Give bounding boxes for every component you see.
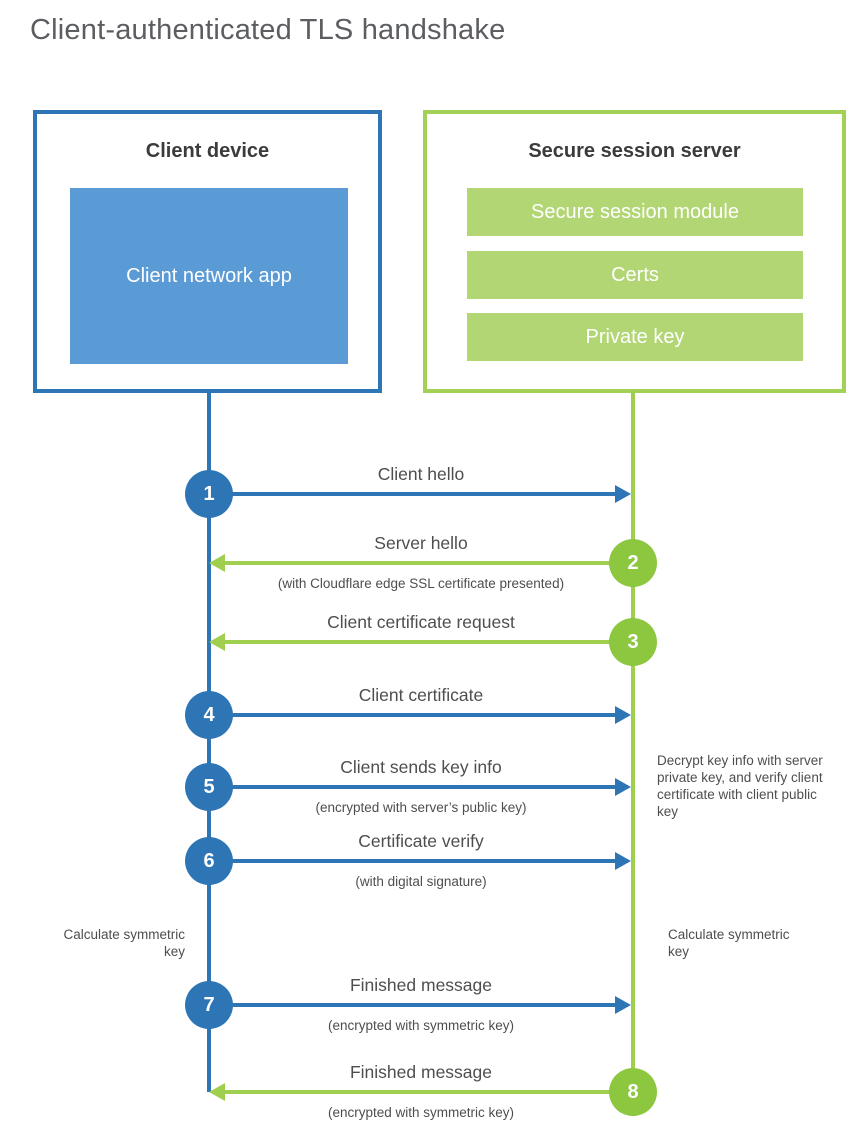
decrypt-key-note: Decrypt key info with server private key… [657, 753, 823, 819]
server-module-private-key: Private key [467, 313, 803, 361]
arrowhead-right-icon [615, 706, 631, 724]
arrowhead-right-icon [615, 485, 631, 503]
step-number-badge: 2 [609, 539, 657, 587]
client-network-app-box: Client network app [70, 188, 348, 364]
arrow-shaft [211, 785, 615, 789]
step-label: Client sends key info [340, 757, 502, 777]
step-label: Client hello [377, 464, 465, 484]
calculate-symmetric-key-client-note: Calculate symmetric key [63, 927, 185, 959]
step-number-badge: 8 [609, 1068, 657, 1116]
step-label: Client certificate request [327, 612, 515, 632]
client-device-box: Client device Client network app [33, 110, 382, 393]
step-label: Server hello [374, 533, 468, 553]
calculate-symmetric-key-server-note: Calculate symmetric key [668, 927, 790, 959]
client-lifeline [207, 391, 211, 1092]
arrowhead-left-icon [209, 633, 225, 651]
arrowhead-left-icon [209, 554, 225, 572]
step-number-badge: 6 [185, 837, 233, 885]
step-label: Finished message [349, 975, 493, 995]
client-device-title: Client device [145, 140, 270, 162]
step-sublabel: (encrypted with symmetric key) [327, 1105, 515, 1120]
step-label: Finished message [349, 1062, 493, 1082]
arrowhead-right-icon [615, 996, 631, 1014]
step-number-badge: 1 [185, 470, 233, 518]
arrowhead-left-icon [209, 1083, 225, 1101]
arrow-shaft [211, 859, 615, 863]
step-sublabel: (with digital signature) [355, 874, 487, 889]
arrow-shaft [225, 1090, 631, 1094]
arrowhead-right-icon [615, 852, 631, 870]
arrow-shaft [225, 640, 631, 644]
secure-session-server-box: Secure session server Secure session mod… [423, 110, 846, 393]
step-number-badge: 5 [185, 763, 233, 811]
step-number-badge: 3 [609, 618, 657, 666]
secure-session-server-title: Secure session server [528, 140, 741, 162]
step-sublabel: (encrypted with symmetric key) [327, 1018, 515, 1033]
step-number-badge: 7 [185, 981, 233, 1029]
page-title: Client-authenticated TLS handshake [30, 14, 506, 46]
arrow-shaft [225, 561, 631, 565]
step-label: Client certificate [358, 685, 484, 705]
arrow-shaft [211, 713, 615, 717]
arrow-shaft [211, 492, 615, 496]
server-module-secure-session: Secure session module [467, 188, 803, 236]
step-number-badge: 4 [185, 691, 233, 739]
step-sublabel: (encrypted with server’s public key) [315, 800, 527, 815]
step-sublabel: (with Cloudflare edge SSL certificate pr… [277, 576, 565, 591]
step-label: Certificate verify [358, 831, 484, 851]
arrowhead-right-icon [615, 778, 631, 796]
server-module-certs: Certs [467, 251, 803, 299]
server-lifeline [631, 391, 635, 1092]
arrow-shaft [211, 1003, 615, 1007]
